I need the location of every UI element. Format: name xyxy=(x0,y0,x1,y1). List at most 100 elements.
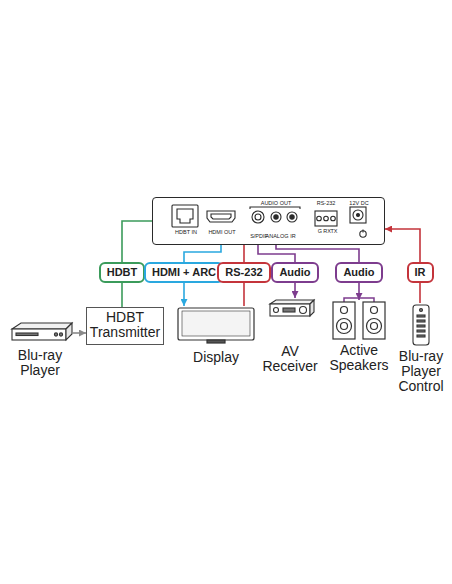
remote-button xyxy=(417,320,425,322)
ir-jack xyxy=(287,212,297,222)
speaker-woofer xyxy=(367,319,382,334)
remote-body xyxy=(413,305,429,345)
port-label: S/PDIF xyxy=(250,233,268,239)
signal-tag: HDMI + ARC xyxy=(144,262,224,283)
remote-button xyxy=(417,330,425,332)
terminal-screw xyxy=(331,216,336,221)
display: Display xyxy=(176,306,256,365)
device-label: Display xyxy=(176,350,256,365)
signal-tag: Audio xyxy=(271,262,318,283)
display-screen xyxy=(182,311,250,336)
signal-cable xyxy=(183,283,185,306)
speaker-cabinet xyxy=(333,302,355,339)
player-front xyxy=(12,329,66,340)
tag-label: Audio xyxy=(343,266,374,279)
remote-button xyxy=(417,315,425,317)
device-label: Blu-ray Player Control xyxy=(394,349,448,394)
av-receiver: AV Receiver xyxy=(259,298,321,374)
port-label: 12V DC xyxy=(349,200,368,206)
signal-tag: RS-232 xyxy=(217,262,270,283)
signal-cable xyxy=(294,283,296,298)
signal-cable xyxy=(121,283,123,307)
display-stand xyxy=(207,340,225,343)
dc-jack-ring xyxy=(353,210,363,220)
port-label: RS-232 xyxy=(317,200,336,206)
port-label: IR xyxy=(290,233,296,239)
transmitter-box: HDBT Transmitter xyxy=(86,307,164,345)
receiver-side xyxy=(310,300,314,316)
speaker-woofer xyxy=(337,319,352,334)
player-side xyxy=(66,323,72,340)
receiver-display xyxy=(283,308,295,312)
signal-cable xyxy=(72,332,86,334)
player-top xyxy=(12,323,72,329)
device-label: HDBT Transmitter xyxy=(89,310,161,340)
tag-label: HDMI + ARC xyxy=(152,266,216,279)
receiver-front xyxy=(270,304,310,316)
analog-jack xyxy=(271,212,281,222)
signal-cable xyxy=(419,283,421,303)
speaker-cabinet xyxy=(363,302,385,339)
device-label: Active Speakers xyxy=(326,343,392,373)
receiver-knob xyxy=(274,308,279,313)
audio-out-bracket xyxy=(250,207,300,209)
remote-control: Blu-ray Player Control xyxy=(394,303,448,394)
remote-button xyxy=(420,309,423,312)
rj45-port xyxy=(172,205,198,227)
active-speakers: Active Speakers xyxy=(326,300,392,373)
speaker-tweeter xyxy=(341,307,348,314)
signal-cable xyxy=(358,283,360,300)
signal-tag: IR xyxy=(407,262,434,283)
spdif-jack xyxy=(252,211,264,223)
terminal-screw xyxy=(317,216,322,221)
pin-label: RX xyxy=(323,228,331,234)
tag-label: RS-232 xyxy=(225,266,262,279)
display-frame xyxy=(178,308,254,340)
tag-label: IR xyxy=(415,266,426,279)
dc-jack xyxy=(350,207,366,223)
spdif-jack-core xyxy=(255,214,261,220)
terminal-screw xyxy=(324,216,329,221)
terminal-block xyxy=(315,211,337,226)
receiver-device: HDBT IN HDMI OUT AUDIO OUT S/PDIFANALOGIR RS… xyxy=(152,197,385,245)
dc-jack-pin xyxy=(357,214,360,217)
player-button xyxy=(54,333,57,336)
speaker-cone xyxy=(341,323,348,330)
ir-jack-hole xyxy=(290,215,294,219)
receiver-knob xyxy=(300,307,307,314)
analog-jack-hole xyxy=(274,215,278,219)
tag-label: HDBT xyxy=(107,266,138,279)
bluray-player: Blu-ray Player xyxy=(8,321,72,378)
signal-cable xyxy=(243,283,245,306)
speaker-tweeter xyxy=(371,307,378,314)
hdmi-port xyxy=(207,211,235,222)
signal-tag: HDBT xyxy=(99,262,146,283)
port-label: HDMI OUT xyxy=(208,229,235,235)
signal-cable xyxy=(385,229,420,262)
signal-tag: Audio xyxy=(335,262,382,283)
speaker-cone xyxy=(371,323,378,330)
pin-label: G xyxy=(318,228,322,234)
device-label: Blu-ray Player xyxy=(8,348,72,378)
signal-cable xyxy=(276,245,359,262)
pin-label: TX xyxy=(330,228,337,234)
signal-cable xyxy=(122,221,152,262)
remote-button xyxy=(417,335,425,337)
signal-cable xyxy=(184,245,221,262)
player-tray xyxy=(16,333,38,336)
power-symbol-bar xyxy=(362,230,363,233)
group-label: AUDIO OUT xyxy=(261,200,292,206)
receiver-top xyxy=(270,300,314,304)
remote-button xyxy=(417,325,425,327)
signal-cable xyxy=(243,245,245,262)
port-label: ANALOG xyxy=(266,233,289,239)
device-label: AV Receiver xyxy=(259,344,321,374)
hdmi-socket xyxy=(211,214,231,219)
port-label: HDBT IN xyxy=(175,229,197,235)
tag-label: Audio xyxy=(279,266,310,279)
rj45-socket xyxy=(177,209,193,223)
player-button xyxy=(59,333,62,336)
